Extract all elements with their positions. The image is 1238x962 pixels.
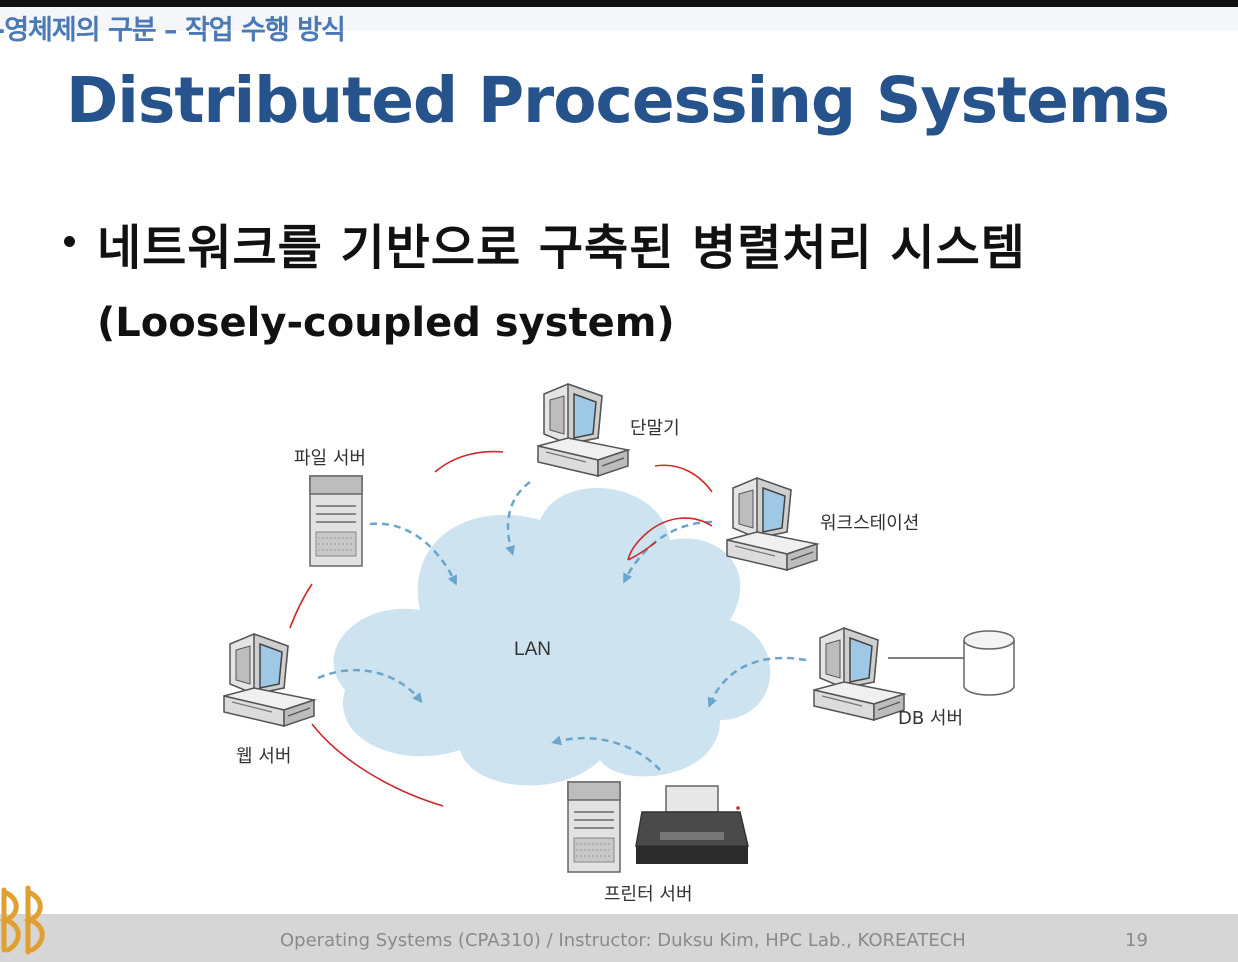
terminal-label: 단말기 bbox=[630, 418, 680, 439]
workstation-label: 워크스테이션 bbox=[820, 513, 919, 534]
web-server-label: 웹 서버 bbox=[236, 746, 291, 767]
workstation-computer-icon bbox=[726, 477, 818, 571]
terminal-computer-icon bbox=[537, 383, 629, 477]
printer-server-label: 프린터 서버 bbox=[604, 884, 693, 905]
bullet-subtitle: (Loosely-coupled system) bbox=[97, 300, 675, 346]
printer-icon bbox=[635, 785, 749, 864]
footer-bar bbox=[0, 914, 1238, 962]
file-server-label: 파일 서버 bbox=[294, 448, 366, 469]
database-cylinder-icon bbox=[963, 630, 1015, 696]
slide-title: Distributed Processing Systems bbox=[66, 64, 1170, 137]
arrow-printer bbox=[551, 735, 661, 771]
arrow-workstation bbox=[623, 520, 713, 584]
db-server-label: DB 서버 bbox=[898, 708, 963, 729]
bullet-point-icon bbox=[64, 236, 75, 247]
section-band bbox=[0, 7, 1238, 31]
arrow-file-server bbox=[369, 522, 457, 586]
web-server-computer-icon bbox=[223, 633, 315, 727]
lan-cloud bbox=[333, 487, 771, 786]
page-number: 19 bbox=[1125, 930, 1148, 951]
printer-server-tower-icon bbox=[567, 781, 621, 873]
footer-text: Operating Systems (CPA310) / Instructor:… bbox=[280, 930, 966, 951]
db-server-computer-icon bbox=[813, 627, 905, 721]
file-server-icon bbox=[309, 475, 363, 567]
bullet-text: 네트워크를 기반으로 구축된 병렬처리 시스템 bbox=[97, 220, 1026, 276]
university-logo-icon bbox=[0, 885, 45, 955]
red-annotations bbox=[289, 450, 713, 807]
arrow-db-server bbox=[707, 656, 807, 708]
section-title: -영체제의 구분 – 작업 수행 방식 bbox=[0, 15, 346, 46]
lan-label: LAN bbox=[514, 639, 551, 660]
arrow-web-server bbox=[317, 668, 423, 704]
top-bar bbox=[0, 0, 1238, 7]
arrow-terminal bbox=[505, 480, 531, 556]
